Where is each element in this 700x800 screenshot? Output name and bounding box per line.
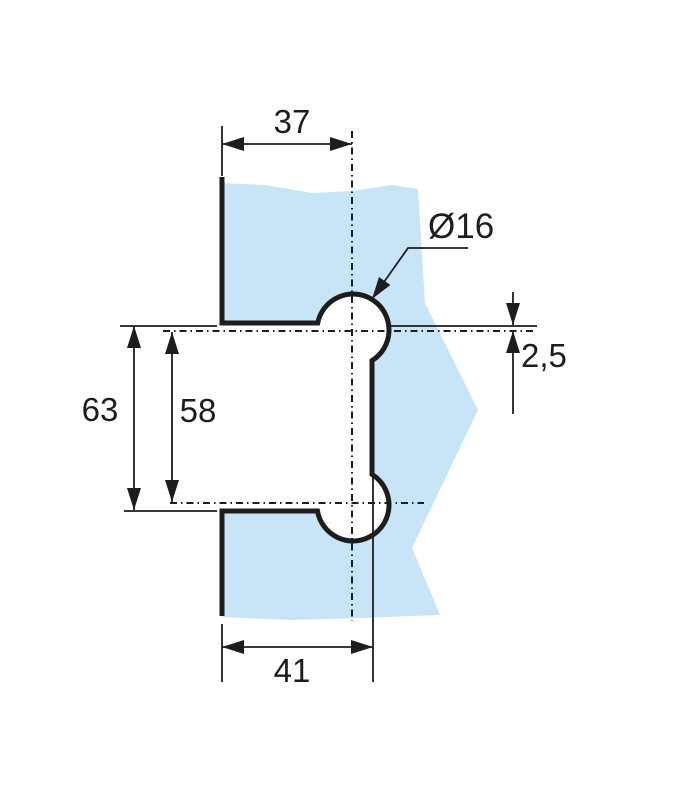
leader-arrowhead [372, 277, 391, 299]
arrowhead-right [351, 640, 373, 654]
dimension-cutout-height: 63 [82, 326, 141, 510]
dimension-hole-spacing: 58 [165, 332, 216, 502]
arrowhead-down [506, 303, 520, 325]
dim-41-label: 41 [274, 652, 311, 689]
extension-lines [120, 126, 537, 682]
arrowhead-up [127, 326, 141, 348]
dim-25-label: 2,5 [521, 337, 567, 374]
arrowhead-up [165, 332, 179, 354]
dim-37-label: 37 [274, 103, 311, 140]
arrowhead-right [330, 137, 352, 151]
diameter-callout: Ø16 [371, 207, 494, 300]
dimension-edge-offset: 2,5 [506, 292, 567, 414]
arrowhead-left [222, 137, 244, 151]
arrowhead-left [222, 640, 244, 654]
arrowhead-down [127, 488, 141, 510]
hinge-cutout [145, 294, 389, 541]
dim-58-label: 58 [180, 392, 217, 429]
dimension-top-width: 37 [222, 103, 352, 151]
cut-edge-outline [219, 177, 392, 616]
dim-63-label: 63 [82, 391, 119, 428]
center-lines [163, 131, 537, 621]
arrowhead-up [506, 331, 520, 353]
arrowhead-down [165, 480, 179, 502]
dim-diameter-label: Ø16 [428, 207, 494, 246]
dimension-bottom-width: 41 [222, 640, 373, 689]
